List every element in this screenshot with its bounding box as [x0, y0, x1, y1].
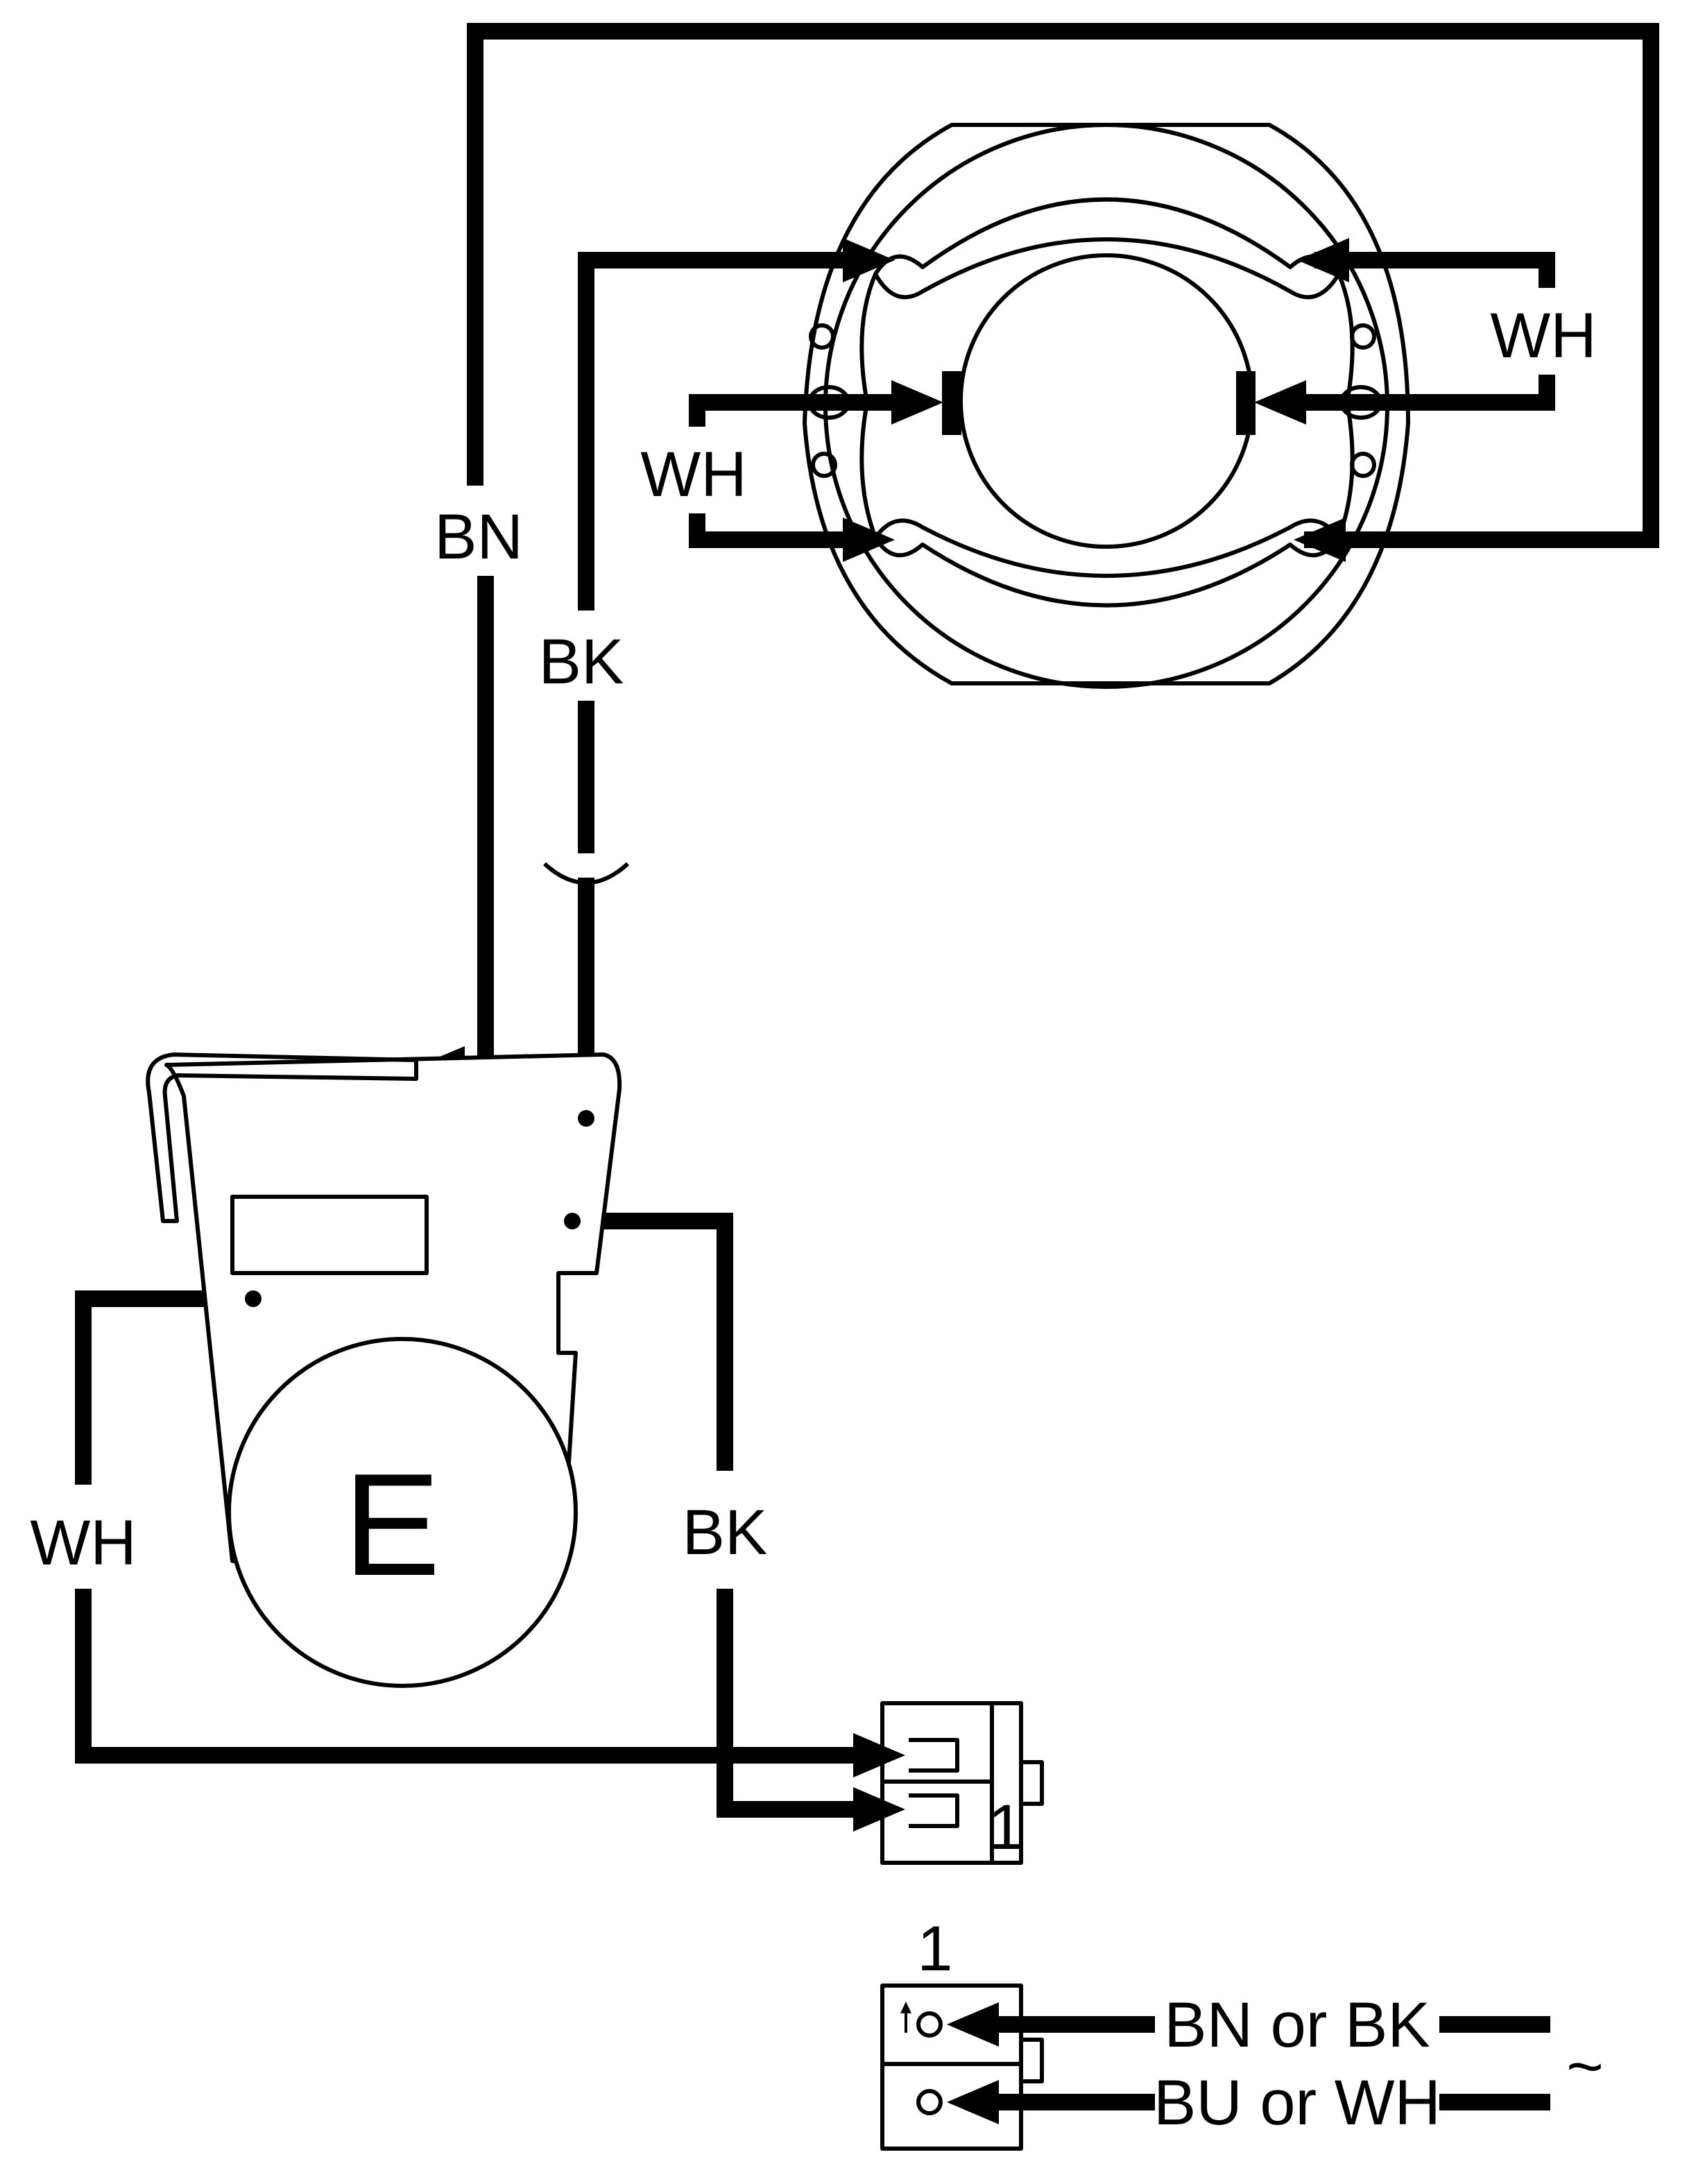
arrow-bk-plug [853, 1787, 905, 1832]
wire-wh-left-mid [689, 394, 895, 427]
legend-polarity-mark [900, 2002, 911, 2033]
label-bk-center-vertical: BK [539, 626, 624, 697]
plug-terminal-number: 1 [988, 1792, 1023, 1863]
arrow-wh-motor-top-right [1297, 238, 1349, 282]
relay-terminal-top [578, 1110, 594, 1127]
arrow-bn-motor-bottom-right [1294, 518, 1346, 562]
label-wh-motor-left: WH [640, 439, 746, 510]
motor-rotor [959, 253, 1254, 549]
motor-left-terminal-block [942, 371, 961, 435]
plug-tab [1019, 1760, 1044, 1806]
motor-right-terminal-block [1236, 371, 1256, 435]
relay-clip [146, 1052, 418, 1223]
legend-plug-tab [1019, 2038, 1044, 2083]
arrow-wh-motor-left-mid [891, 380, 943, 425]
wire-bk-upper [578, 252, 860, 611]
plug-pin-bottom [909, 1793, 959, 1828]
label-bk-relay-right: BK [683, 1497, 768, 1568]
relay-terminal-right [564, 1213, 581, 1229]
wire-bk-relay-right [572, 1213, 733, 1471]
legend-connector: 1 [880, 1913, 1044, 2151]
motor-outer-housing [803, 123, 1410, 685]
wire-wh-left-bottom [689, 513, 860, 548]
relay-dial [227, 1337, 578, 1688]
wire-wh-to-plug [75, 1589, 860, 1764]
label-wh-motor-top-right: WH [1490, 300, 1596, 371]
plug-pin-top [909, 1738, 959, 1773]
mount-hole-left-bottom [811, 452, 837, 478]
relay: E [146, 1052, 622, 1688]
relay-letter: E [343, 1443, 440, 1606]
arrow-legend-1 [947, 2002, 999, 2047]
arrow-wh-motor-right-mid [1254, 380, 1306, 425]
wire-wh-right-mid [1273, 375, 1555, 411]
inline-connector [542, 862, 630, 885]
legend-ac-symbol: ~ [1566, 2031, 1604, 2102]
motor-inner-frame [873, 197, 1341, 300]
legend-terminal-number: 1 [917, 1913, 952, 1984]
arrow-wh-plug [853, 1733, 905, 1777]
wire-bn-lower [438, 576, 494, 1075]
wire-bk-to-plug [717, 1589, 860, 1818]
mount-hole-left-top [809, 323, 835, 350]
label-wh-relay-left: WH [30, 1508, 136, 1578]
legend-socket-1 [916, 2011, 943, 2038]
legend-line-1: BN or BK [1164, 1990, 1430, 2061]
motor-inner-frame-bottom [873, 518, 1341, 608]
wire-wh-right-top [1314, 252, 1555, 288]
arrow-wh-motor-bottom-left [843, 518, 895, 562]
label-bn-left-vertical: BN [434, 502, 523, 572]
wire-bn-upper [467, 23, 1659, 548]
plug-connector: 1 [880, 1701, 1044, 1865]
legend-socket-2 [916, 2089, 943, 2115]
wire-labels: WH WH BN BK WH BK BN or BK BU or WH ~ [30, 300, 1604, 2138]
mount-hole-right-top [1350, 323, 1376, 350]
arrow-legend-2 [947, 2080, 999, 2124]
relay-terminal-left [245, 1290, 262, 1307]
arrow-bk-motor-top-left [843, 238, 895, 282]
wire-wh-relay-left [75, 1290, 253, 1485]
relay-label-window [230, 1195, 429, 1275]
mount-hole-right-bottom [1350, 452, 1376, 478]
legend-line-2: BU or WH [1154, 2067, 1441, 2138]
